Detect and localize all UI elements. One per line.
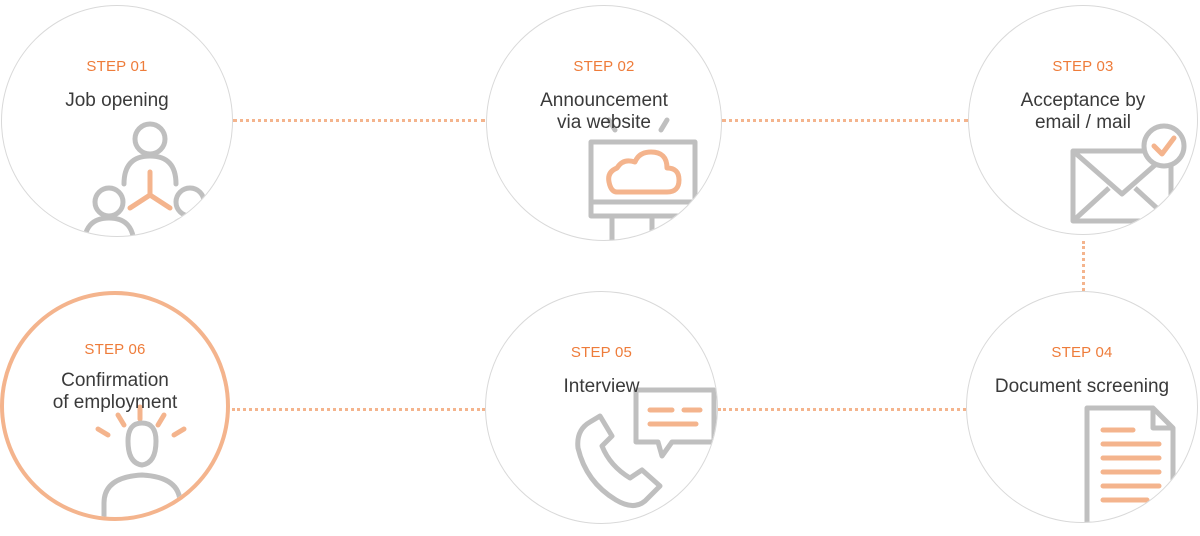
step-05: STEP 05 Interview (485, 291, 718, 524)
step-title: Job opening (2, 90, 232, 112)
step-title: Interview (486, 376, 717, 398)
connector-step1-step2 (233, 119, 485, 122)
step-title-line: of employment (52, 392, 178, 413)
step-title-line: Interview (563, 376, 640, 397)
step-title-line: Announcement (540, 90, 668, 111)
step-label: STEP 05 (570, 344, 633, 361)
person-confirmed-icon (95, 404, 187, 517)
connector-step3-step4 (1082, 241, 1085, 291)
step-label: STEP 06 (84, 341, 146, 358)
monitor-cloud-icon (588, 117, 698, 240)
phone-chat-icon (575, 387, 717, 508)
step-title-line: Acceptance by (1020, 90, 1146, 111)
step-04: STEP 04 Document screening (966, 291, 1198, 523)
step-title-line: Document screening (994, 376, 1170, 397)
step-06: STEP 06 Confirmation of employment (0, 291, 230, 521)
step-label: STEP 04 (1051, 344, 1113, 361)
step-title-line: email / mail (1034, 112, 1132, 133)
step-label: STEP 03 (1052, 58, 1114, 75)
connector-step5-step6 (232, 408, 485, 411)
step-title-line: Confirmation (61, 370, 169, 391)
step-02: STEP 02 Announcement via website (486, 5, 722, 241)
step-label: STEP 01 (86, 58, 148, 75)
step-title-line: via website (557, 112, 651, 133)
step-01: STEP 01 Job opening (1, 5, 233, 237)
step-title: Document screening (967, 376, 1197, 398)
envelope-check-icon (1070, 123, 1187, 224)
step-03: STEP 03 Acceptance by email / mail (968, 5, 1198, 235)
document-icon (1084, 405, 1176, 522)
step-title: Confirmation of employment (4, 370, 226, 414)
team-icon (82, 121, 218, 236)
step-title-line: Job opening (65, 90, 169, 111)
connector-step2-step3 (722, 119, 968, 122)
connector-step4-step5 (718, 408, 966, 411)
step-label: STEP 02 (573, 58, 635, 75)
step-title: Announcement via website (487, 90, 721, 134)
step-title: Acceptance by email / mail (969, 90, 1197, 134)
